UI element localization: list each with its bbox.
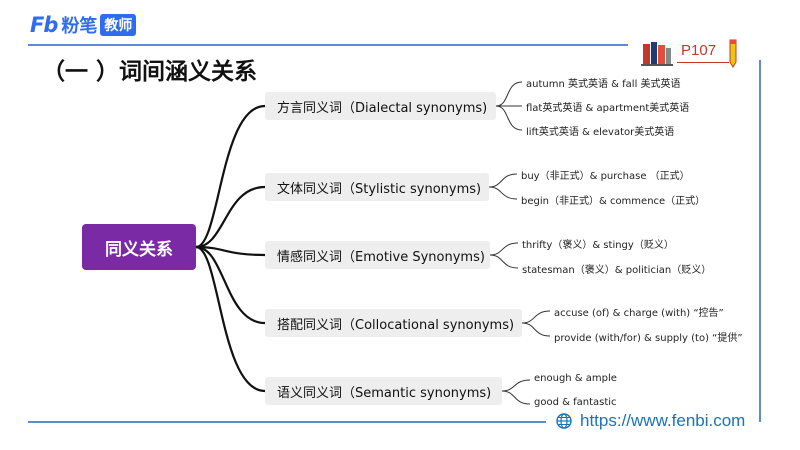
branch-emotive: 情感同义词（Emotive Synonyms) [265, 241, 490, 269]
leaf-dialectal-3: lift英式英语 & elevator美式英语 [526, 127, 675, 138]
leaf-dialectal-2: flat英式英语 & apartment美式英语 [526, 103, 690, 114]
pencil-icon [729, 39, 737, 68]
logo-name: 粉笔 [61, 16, 98, 37]
leaf-collocational-1: accuse (of) & charge (with) “控告” [554, 308, 724, 319]
root-to-branch-4 [195, 245, 266, 325]
branch-4-to-leaf-1 [521, 310, 551, 324]
branch-5-to-leaf-2 [501, 390, 531, 405]
leaf-stylistic-1: buy（非正式）& purchase （正式） [521, 171, 690, 182]
frame-top-line [28, 44, 628, 46]
leaf-stylistic-2: begin（非正式）& commence（正式） [521, 196, 706, 207]
website-footer[interactable]: https://www.fenbi.com [556, 410, 745, 432]
leaf-dialectal-1: autumn 英式英语 & fall 美式英语 [526, 79, 681, 90]
branch-2-to-leaf-2 [488, 186, 518, 200]
leaf-collocational-2: provide (with/for) & supply (to) “提供” [554, 333, 743, 344]
branch-collocational: 搭配同义词（Collocational synonyms) [265, 309, 522, 337]
branch-1-to-leaf-3 [495, 105, 523, 131]
section-title: （一 ）词间涵义关系 [42, 59, 258, 85]
root-to-branch-3 [195, 245, 266, 257]
globe-icon [556, 413, 572, 429]
frame-bottom-line [28, 421, 546, 423]
branch-3-to-leaf-2 [489, 254, 519, 269]
leaf-emotive-2: statesman（褒义）& politician（贬义） [522, 265, 712, 276]
branch-4-to-leaf-2 [521, 322, 551, 337]
frame-right-line [759, 60, 761, 422]
website-url[interactable]: https://www.fenbi.com [580, 411, 746, 430]
branch-dialectal: 方言同义词（Dialectal synonyms) [265, 92, 496, 120]
page-tag: P107 [641, 38, 741, 68]
branch-5-to-leaf-1 [501, 379, 531, 392]
leaf-emotive-1: thrifty（褒义）& stingy（贬义） [522, 240, 674, 251]
root-to-branch-5 [195, 245, 266, 393]
leaf-semantic-2: good & fantastic [534, 397, 617, 408]
branch-semantic: 语义同义词（Semantic synonyms) [265, 377, 502, 405]
root-node: 同义关系 [82, 224, 196, 270]
logo-badge: 教师 [100, 14, 137, 36]
leaf-semantic-1: enough & ample [534, 373, 617, 384]
books-icon [641, 42, 673, 66]
page-number: P107 [681, 42, 717, 59]
root-to-branch-1 [195, 104, 266, 249]
branch-2-to-leaf-1 [488, 173, 518, 188]
page-number-underline [677, 62, 729, 63]
branch-3-to-leaf-1 [489, 242, 519, 256]
logo-mark: Fb [30, 13, 58, 37]
branch-1-to-leaf-1 [495, 81, 523, 107]
branch-stylistic: 文体同义词（Stylistic synonyms) [265, 173, 489, 201]
root-to-branch-2 [195, 185, 266, 249]
fenbi-logo: Fb 粉笔 教师 [30, 12, 137, 38]
